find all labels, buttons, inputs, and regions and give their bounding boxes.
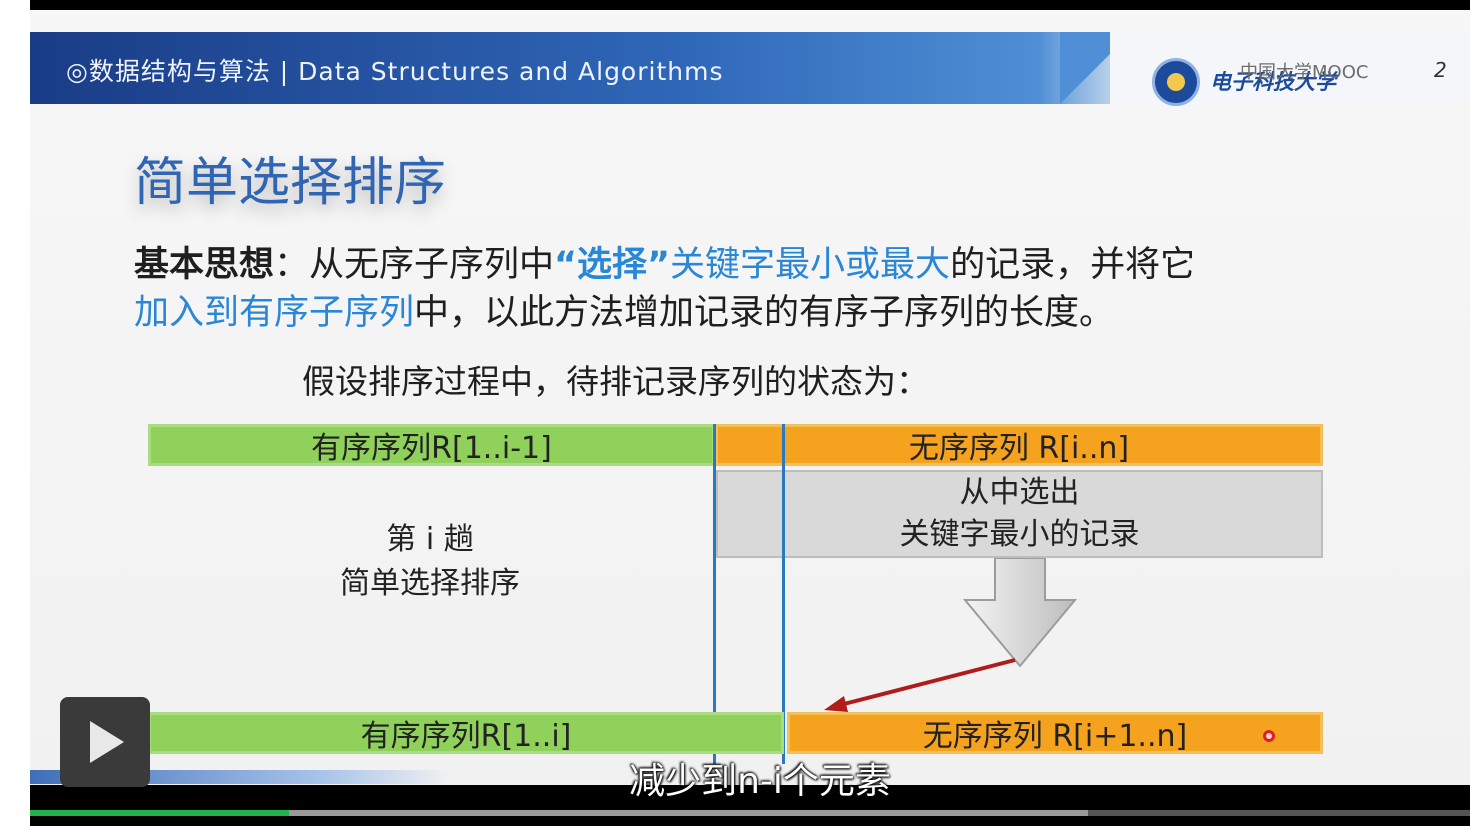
progress-played [30,810,290,816]
pass-label: 第 i 趟 简单选择排序 [270,518,590,606]
divider-line-right [782,424,785,764]
red-arrow-icon [824,658,1016,712]
page-number: 2 [1434,58,1447,82]
add-to-sorted-keyword: 加入到有序子序列 [134,293,415,333]
pass-line-2: 简单选择排序 [340,566,520,601]
assumption-text: 假设排序过程中，待排记录序列的状态为： [302,362,929,401]
basic-idea-line-1: 基本思想：从无序子序列中“选择”关键字最小或最大的记录，并将它 [134,236,1195,287]
basic-idea-line-2: 加入到有序子序列中，以此方法增加记录的有序子序列的长度。 [134,284,1114,335]
select-keyword: “选择” [554,245,671,285]
select-min-box: 从中选出 关键字最小的记录 [716,470,1323,558]
sorted-sequence-top: 有序序列R[1..i-1] [148,424,715,466]
pass-line-1: 第 i 趟 [386,522,474,557]
university-emblem-icon [1152,58,1200,106]
divider-line-left [713,424,716,764]
unsorted-sequence-top: 无序序列 R[i..n] [715,424,1323,466]
sorted-sequence-bottom: 有序序列R[1..i] [148,712,784,754]
select-line-2: 关键字最小的记录 [899,517,1140,552]
select-line-1: 从中选出 [959,475,1080,510]
slide: ◎数据结构与算法 | Data Structures and Algorithm… [30,10,1470,785]
mooc-watermark: 中国大学MOOC [1240,62,1369,83]
laser-pointer-icon [1263,730,1275,742]
down-arrow-icon [962,558,1078,668]
play-button[interactable] [60,697,150,787]
progress-buffered [30,810,1089,816]
university-name: 电子科技大学 [1210,69,1336,94]
course-title: ◎数据结构与算法 | Data Structures and Algorithm… [66,57,724,86]
unsorted-sequence-bottom: 无序序列 R[i+1..n] [787,712,1323,754]
min-max-keyword: 关键字最小或最大 [670,245,951,285]
para2-text: 中，以此方法增加记录的有序子序列的长度。 [414,293,1115,333]
subtitle-caption: 减少到n-i个元素 [629,761,891,802]
para1-text-a: ：从无序子序列中 [274,245,555,285]
slide-heading: 简单选择排序 [134,153,447,213]
basic-idea-label: 基本思想 [134,245,275,285]
para1-text-b: 的记录，并将它 [950,245,1196,285]
